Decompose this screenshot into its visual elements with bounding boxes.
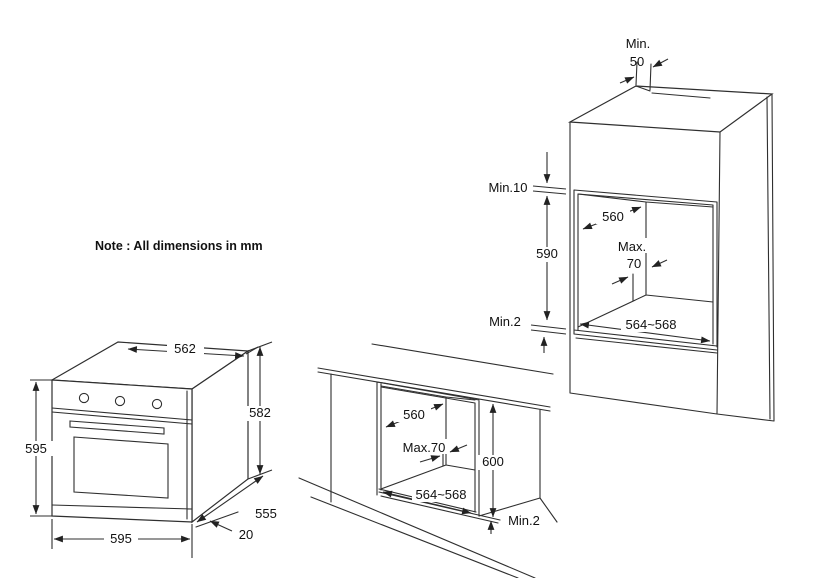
- dimension-line: [196, 475, 264, 523]
- dim-tall-niche-height: 590: [530, 195, 564, 321]
- top-clearance-word-label: Min.: [626, 36, 651, 51]
- label-backing: [242, 406, 278, 421]
- label-backing: [167, 342, 204, 356]
- floor-lines: [298, 477, 536, 578]
- base-niche-height-label: 600: [482, 454, 504, 469]
- oven-front-details: [51, 390, 239, 528]
- tall-top-gap-label: Min.10: [488, 180, 527, 195]
- dimension-line: [382, 490, 472, 515]
- dim-oven-front-width: 595: [51, 519, 193, 558]
- tall-cabinet-edges: [569, 93, 775, 422]
- oven-control-knob: [78, 392, 90, 404]
- label-backing: [615, 238, 651, 253]
- niche-interior-lines: [380, 385, 476, 490]
- dim-base-niche-depth: 560: [385, 403, 444, 428]
- dim-oven-top-width: 562: [127, 341, 259, 359]
- dim-base-niche-height: 600: [477, 403, 509, 518]
- base-cabinet-cutout-drawing: 560 Max.70 600 564~568 Min.2: [298, 343, 558, 578]
- dim-oven-door-thickness: 20: [209, 520, 253, 542]
- extension-lines: [51, 519, 193, 558]
- top-clearance-value-label: 50: [630, 54, 644, 69]
- label-backing: [19, 441, 53, 456]
- label-backing: [400, 439, 447, 454]
- countertop-lines: [317, 343, 554, 412]
- dim-tall-top-gap: Min.10: [488, 152, 567, 195]
- tall-niche-depth-label: 560: [602, 209, 624, 224]
- oven-control-knob: [151, 398, 163, 410]
- dim-oven-body-height: 582: [242, 341, 278, 480]
- tall-niche-width-label: 564~568: [626, 317, 677, 332]
- dim-base-niche-width: 564~568: [382, 487, 472, 515]
- dim-tall-niche-depth: 560: [582, 206, 642, 230]
- base-bottom-gap-label: Min.2: [508, 513, 540, 528]
- dim-oven-depth: 555: [196, 475, 277, 523]
- tall-bottom-gap-label: Min.2: [489, 314, 521, 329]
- label-backing: [397, 408, 431, 422]
- label-backing: [104, 532, 138, 546]
- dim-top-clearance: Min. 50: [619, 36, 669, 84]
- arrow-line: [449, 444, 468, 453]
- leader-line: [209, 520, 233, 532]
- base-niche-width-label: 564~568: [416, 487, 467, 502]
- tall-cabinet-top-face: [567, 85, 774, 133]
- oven-depth-label: 555: [255, 506, 277, 521]
- label-backing: [621, 318, 681, 332]
- dim-tall-bottom-gap: Min.2: [489, 314, 567, 353]
- oven-top-width-label: 562: [174, 341, 196, 356]
- oven-door-thickness-label: 20: [239, 527, 253, 542]
- dimension-line: [579, 321, 711, 344]
- tall-cabinet-cutout-drawing: Min. 50 Min.10 590 Min.2 560 Max: [488, 36, 775, 422]
- oven-control-knob: [114, 395, 126, 407]
- base-cable-distance-label: Max.70: [403, 440, 446, 455]
- oven-door-handle: [69, 420, 165, 435]
- dim-base-cable-distance: Max.70: [400, 439, 468, 466]
- label-backing: [477, 455, 509, 470]
- top-vent-notch-lines: [635, 61, 711, 99]
- arrow-line: [652, 58, 669, 68]
- dim-tall-niche-width: 564~568: [579, 317, 711, 344]
- tall-niche-height-label: 590: [536, 246, 558, 261]
- dim-oven-front-height: 595: [19, 379, 53, 517]
- oven-front-face: [51, 379, 193, 523]
- tall-cable-word-label: Max.: [618, 239, 646, 254]
- dim-tall-cable-distance: Max. 70: [611, 238, 668, 285]
- arrow-line: [651, 259, 668, 268]
- gap-tick-lines: [530, 324, 567, 335]
- base-niche-depth-label: 560: [403, 407, 425, 422]
- extension-lines: [30, 379, 52, 517]
- oven-front-height-label: 595: [25, 441, 47, 456]
- label-backing: [596, 210, 630, 224]
- arrow-line: [419, 455, 441, 463]
- label-backing: [412, 488, 470, 502]
- dim-base-bottom-gap: Min.2: [487, 513, 540, 534]
- label-backing: [623, 256, 645, 270]
- arrow-line: [611, 276, 629, 285]
- oven-body-height-label: 582: [249, 405, 271, 420]
- dimensions-note: Note : All dimensions in mm: [95, 239, 263, 253]
- oven-isometric-drawing: 595 562 582 595 555 20: [19, 341, 278, 558]
- arrow-line: [619, 76, 635, 84]
- oven-front-width-label: 595: [110, 531, 132, 546]
- tall-cable-value-label: 70: [627, 256, 641, 271]
- gap-tick-lines: [532, 185, 567, 195]
- label-backing: [530, 247, 564, 262]
- oven-door-window: [73, 436, 169, 499]
